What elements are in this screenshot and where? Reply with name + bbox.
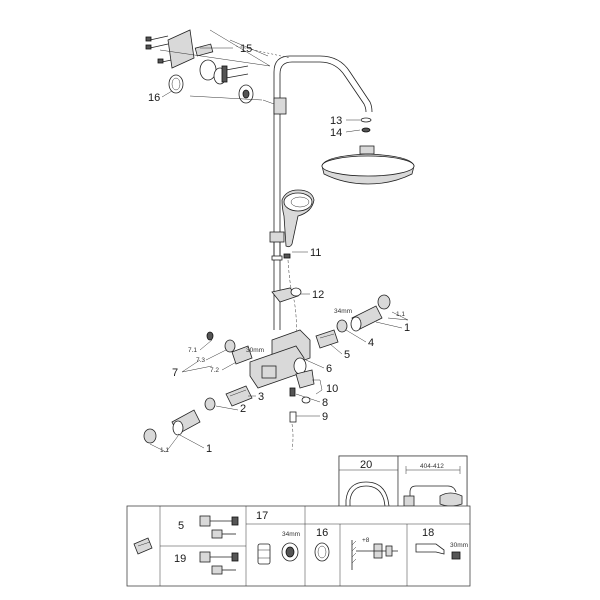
panel-19-parts <box>199 551 239 575</box>
riser-connector <box>273 97 287 115</box>
rosette-16 <box>168 74 184 94</box>
riser-clip <box>269 231 285 243</box>
wall-mount-diagram: +8 <box>351 537 398 570</box>
callout-2: 2 <box>240 403 246 415</box>
callout-5: 5 <box>344 349 350 361</box>
bracket-ring <box>199 59 217 81</box>
callout-3: 3 <box>258 391 264 403</box>
arm-20 <box>345 481 391 513</box>
callout-15: 15 <box>240 43 252 55</box>
callout-30mm: 30mm <box>246 347 264 354</box>
callout-10: 10 <box>326 383 338 395</box>
thermostat-cartridge-part <box>133 537 153 555</box>
callout-1-1-bottom: 1.1 <box>160 447 169 454</box>
callout-4: 4 <box>368 337 374 349</box>
panel-18-mm: 30mm <box>450 542 468 549</box>
panel-19-label: 19 <box>174 553 186 565</box>
callout-7-2: 7.2 <box>210 367 219 374</box>
right-fittings: 1.1 1 34mm 4 5 <box>315 294 410 361</box>
head-shower-small <box>439 492 463 507</box>
eccentric-left <box>225 385 253 407</box>
callout-7-3: 7.3 <box>196 357 205 364</box>
callout-16: 16 <box>148 92 160 104</box>
callout-1-bottom: 1 <box>206 443 212 455</box>
cartridge-left <box>231 345 253 365</box>
wall-bracket-group: 15 16 <box>145 29 291 104</box>
panel-5-label: 5 <box>178 520 184 532</box>
left-fittings: 7.1 7.3 7.2 30mm 7 3 2 1.1 1 <box>143 331 264 455</box>
panel-5-parts <box>199 515 239 539</box>
callout-1-top: 1 <box>404 322 410 334</box>
callout-14: 14 <box>330 127 342 139</box>
tool-17 <box>257 543 271 565</box>
eccentric-right <box>315 329 339 349</box>
thermostat-body: 6 10 8 9 <box>249 329 338 451</box>
wall-plate <box>167 29 195 69</box>
panel-plus8: +8 <box>362 537 370 544</box>
dimension-label: 404-412 <box>420 463 444 470</box>
callout-13: 13 <box>330 115 342 127</box>
callout-11: 11 <box>310 247 321 259</box>
callout-8: 8 <box>322 397 328 409</box>
spout <box>295 369 315 389</box>
panel-17-mm: 34mm <box>282 531 300 538</box>
callout-6: 6 <box>326 363 332 375</box>
panel-20-label: 20 <box>360 459 372 471</box>
callout-7-1: 7.1 <box>188 347 197 354</box>
panel-16-label: 16 <box>316 527 328 539</box>
hex-30mm <box>451 551 461 560</box>
hand-shower-group: 11 12 <box>271 189 324 361</box>
panel-18-label: 18 <box>422 527 434 539</box>
head-shower-group: 13 14 <box>321 115 415 185</box>
callout-9: 9 <box>322 411 328 423</box>
panel-17-label: 17 <box>256 510 268 522</box>
callout-12: 12 <box>312 289 324 301</box>
callout-1-1-top: 1.1 <box>396 311 405 318</box>
wrench-18 <box>415 543 445 555</box>
callout-34mm: 34mm <box>334 308 352 315</box>
callout-7: 7 <box>172 367 178 379</box>
head-shower-nut <box>359 145 375 155</box>
panel-bottom: 5 19 17 34mm 16 <box>126 505 471 587</box>
rosette-16-part <box>314 542 330 562</box>
